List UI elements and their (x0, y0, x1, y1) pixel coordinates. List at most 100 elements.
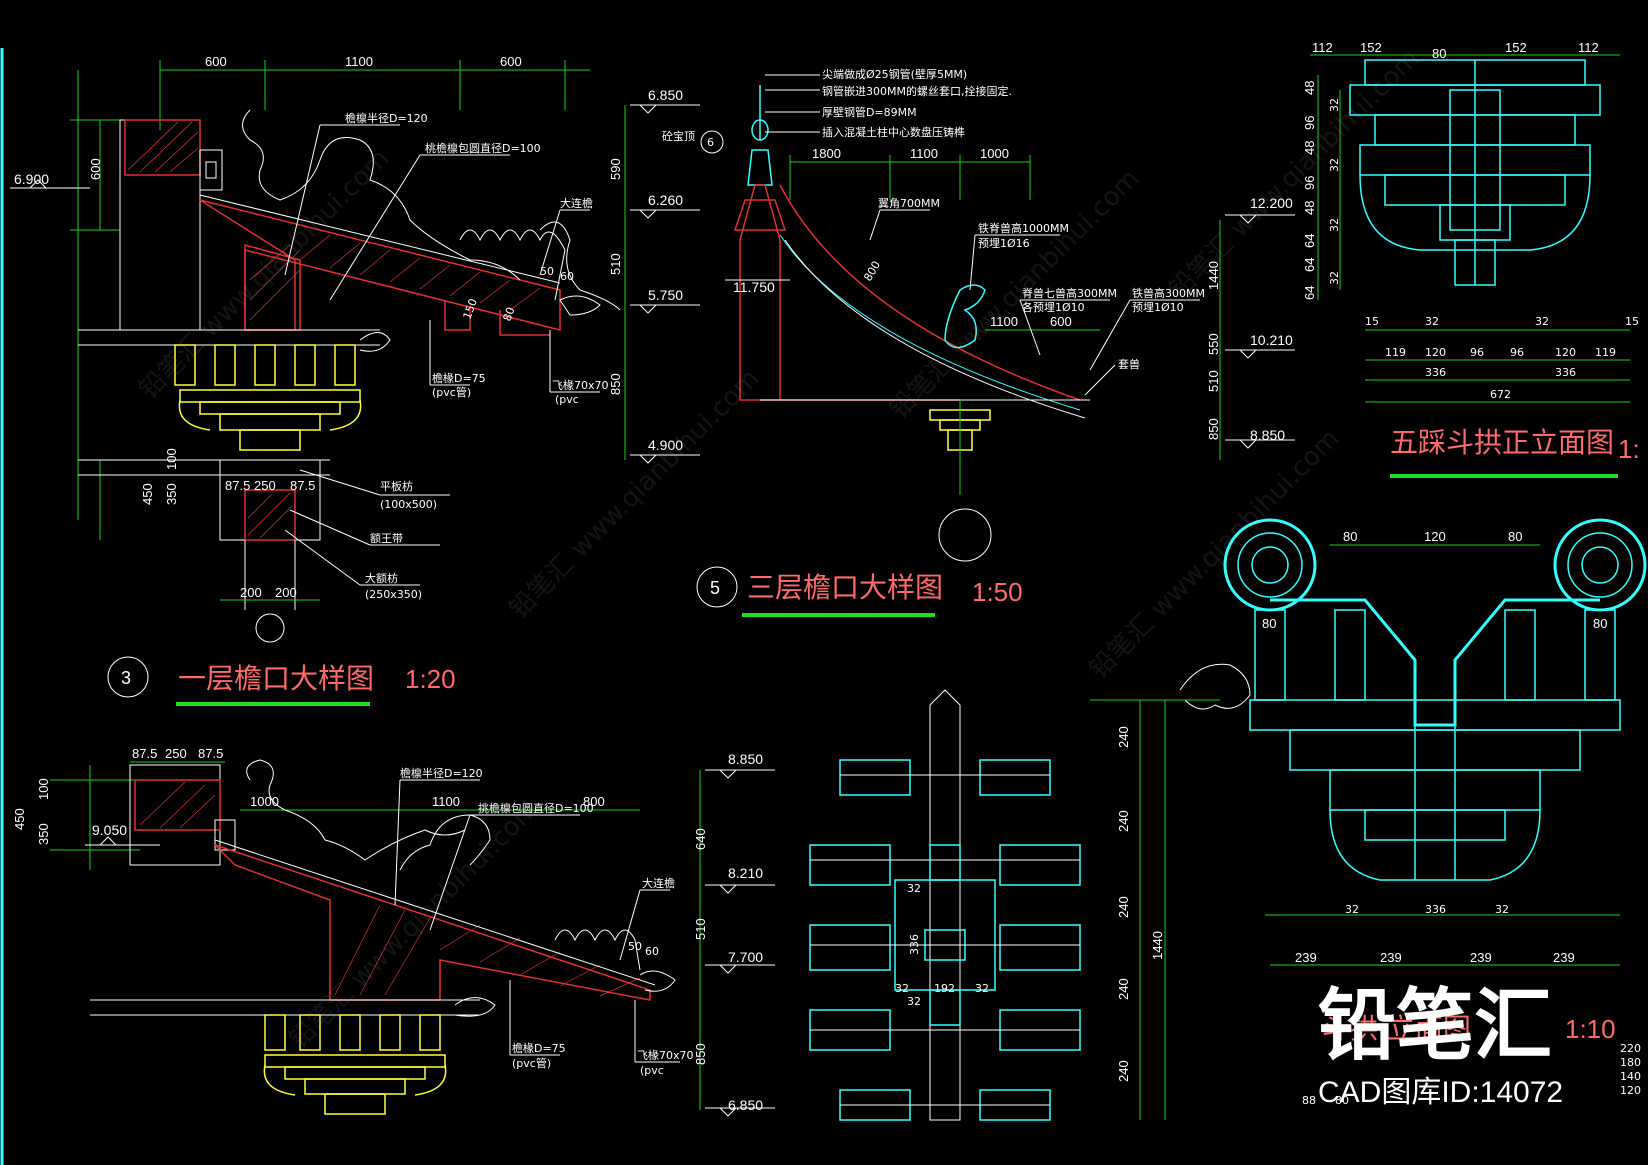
note-big-beam-size: (250x350) (365, 588, 422, 601)
dim-left-450: 450 (140, 483, 155, 505)
dg-b2-2: 120 (1425, 346, 1446, 359)
dougong-side-scale: 1:10 (1565, 1014, 1616, 1044)
dgs-bot-3: 32 (1495, 903, 1509, 916)
note-wing-angle: 翼角700MM (878, 197, 940, 210)
lw-note-fly-rafter: 飞椽70x70 (637, 1049, 694, 1062)
lw-left-100: 100 (36, 778, 51, 800)
dgp-336: 336 (908, 934, 921, 955)
dgp-r-1: 240 (1116, 726, 1131, 748)
level-12-200: 12.200 (1250, 195, 1293, 211)
lw-dim-50: 50 (628, 940, 642, 953)
level-11-750: 11.750 (733, 279, 775, 295)
note-rafter: 檐椽D=75 (432, 371, 486, 385)
note-ridge-beast-embed: 预埋1Ø16 (978, 237, 1030, 250)
note-finial-socket: 钢管嵌进300MM的螺丝套口,拴接固定. (822, 84, 1012, 98)
dg-top-3: 80 (1432, 46, 1446, 61)
dgs-b2-3: 239 (1470, 950, 1492, 965)
dougong-side-title: 斗拱 立面图 (1322, 1012, 1471, 1045)
note-flat-beam: 平板枋 (380, 479, 413, 493)
lw-note-outer-purlin: 挑檐檩包圆直径D=100 (478, 801, 594, 815)
dim-250: 250 (254, 478, 276, 493)
dg-left-s2: 32 (1328, 158, 1341, 172)
dim-1100-upper: 1100 (990, 314, 1018, 329)
dim-top-1: 600 (205, 54, 227, 69)
lw-mid-1000: 1000 (250, 794, 279, 809)
watermark-1: 铅笔汇 www.qianbihui.com (134, 143, 395, 404)
dim-87-5-a: 87.5 (225, 478, 250, 493)
dgs-b2-4: 239 (1553, 950, 1575, 965)
note-iron-beast-embed: 预埋1Ø10 (1132, 301, 1184, 314)
dg-b4: 672 (1490, 388, 1511, 401)
note-fly-rafter: 飞椽70x70 (552, 379, 609, 392)
brand-logo-text: 铅笔汇 (1318, 981, 1552, 1071)
dg-top-4: 152 (1505, 40, 1527, 55)
dg-b2-1: 119 (1385, 346, 1406, 359)
dougong-side-elevation: 80 120 80 80 80 32 336 32 239 239 239 23… (1179, 518, 1647, 1107)
branding: 铅笔汇 CAD图库ID:14072 (1318, 981, 1563, 1109)
dgs-stack-3: 140 (1620, 1070, 1641, 1083)
dougong-front-elevation: 112 152 80 152 112 48 96 48 96 48 64 64 … (1302, 40, 1640, 478)
drawing-3-number: 3 (121, 668, 131, 688)
level-6-900: 6.900 (14, 171, 49, 187)
lw-mid-800: 800 (583, 794, 605, 809)
dg-left-s4: 32 (1328, 271, 1341, 285)
drawing-5-title: 三层檐口大样图 (747, 571, 943, 604)
dgs-side-1: 80 (1262, 616, 1276, 631)
dg-b3-1: 336 (1425, 366, 1446, 379)
lw-level-9-050: 9.050 (92, 822, 127, 838)
lw-left-350: 350 (36, 823, 51, 845)
dg-b1-2: 32 (1425, 315, 1439, 328)
drawing-3-first-eave-detail: 600 1100 600 600 450 100 350 6.900 (10, 54, 621, 706)
note-insert-column: 插入混凝土柱中心数盘压铸榫 (822, 125, 965, 139)
lw-dim-510: 510 (693, 918, 708, 940)
drawing-3-scale: 1:20 (405, 664, 456, 694)
note-cover-beast: 套兽 (1118, 357, 1140, 371)
dim-left-100: 100 (164, 448, 179, 470)
watermark-layer: 铅笔汇 www.qianbihui.com 铅笔汇 www.qianbihui.… (134, 43, 1425, 1054)
dg-left-s1: 32 (1328, 98, 1341, 112)
dim-left-350: 350 (164, 483, 179, 505)
lw-dim-60: 60 (645, 945, 659, 958)
note-fly-rafter-pvc: (pvc (555, 393, 579, 406)
dim-800: 800 (861, 259, 883, 284)
dim-200-b: 200 (275, 585, 297, 600)
dgs-b2-2: 239 (1380, 950, 1402, 965)
note-seven-beasts-embed: 各预埋1Ø10 (1022, 300, 1085, 314)
dg-left-5: 48 (1302, 201, 1317, 215)
dim-87-5-b: 87.5 (290, 478, 315, 493)
lw-note-eave-purlin: 檐檩半径D=120 (400, 766, 483, 780)
dgs-top-3: 80 (1508, 529, 1522, 544)
note-flat-beam-size: (100x500) (380, 498, 437, 511)
dgp-r-3: 240 (1116, 896, 1131, 918)
dgs-top-1: 80 (1343, 529, 1357, 544)
dim-top-3: 600 (500, 54, 522, 69)
dim-top-2: 1100 (345, 54, 373, 69)
dg-left-1: 48 (1302, 81, 1317, 95)
watermark-4: 铅笔汇 www.qianbihui.com (1084, 423, 1345, 684)
dgp-total: 1440 (1150, 931, 1165, 960)
lw-level-8-850: 8.850 (728, 751, 763, 767)
note-rafter-pvc: (pvc管) (432, 385, 471, 399)
dgs-stack-1: 220 (1620, 1042, 1641, 1055)
note-ridge-beast: 铁脊兽高1000MM (978, 221, 1069, 235)
lw-level-8-210: 8.210 (728, 865, 763, 881)
level-6-260: 6.260 (648, 192, 683, 208)
dim-200-a: 200 (240, 585, 262, 600)
drawing-5-third-eave-detail: 6.850 6.260 5.750 4.900 590 510 850 1800… (608, 67, 1295, 617)
dim-left-600: 600 (88, 158, 103, 180)
dgp-r-2: 240 (1116, 810, 1131, 832)
dim-60: 60 (560, 270, 574, 283)
lw-dim-850: 850 (693, 1043, 708, 1065)
dgs-bl-1: 88 (1302, 1094, 1316, 1107)
watermark-6: 铅笔汇 www.qianbihui.com (1164, 43, 1425, 304)
dg-b2-5: 120 (1555, 346, 1576, 359)
dougong-front-scale: 1: (1618, 434, 1640, 464)
level-8-850: 8.850 (1250, 427, 1285, 443)
dg-b2-3: 96 (1470, 346, 1484, 359)
dim-550: 550 (1206, 333, 1221, 355)
dim-1440: 1440 (1206, 261, 1221, 290)
level-4-900: 4.900 (648, 437, 683, 453)
brand-id-label: CAD图库ID:14072 (1318, 1076, 1563, 1109)
